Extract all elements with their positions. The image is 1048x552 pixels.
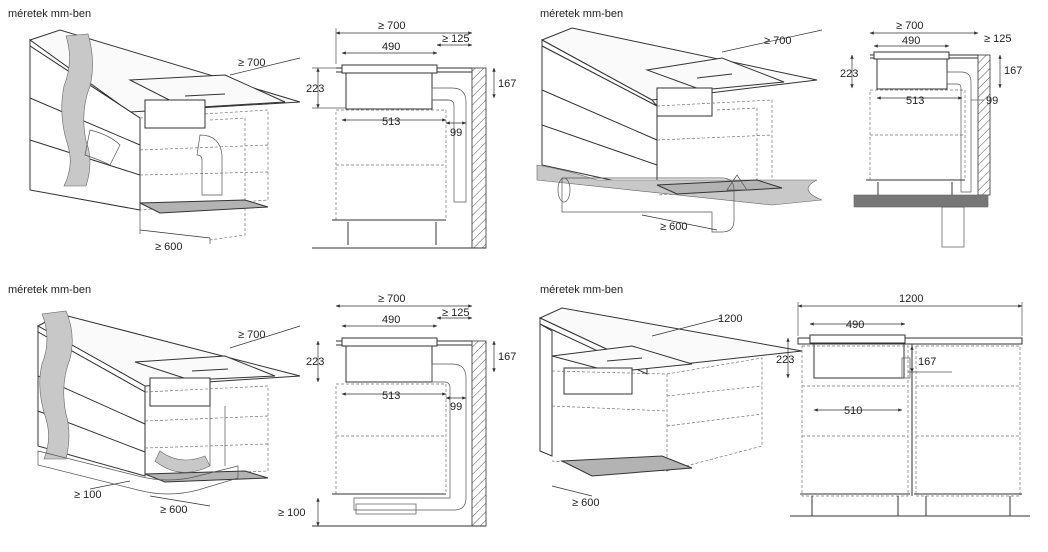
- perspective-view: [36, 310, 301, 507]
- perspective-view: [536, 27, 823, 233]
- dim-duct: 513: [382, 390, 400, 402]
- wall: [471, 340, 487, 527]
- dim-duct-gap: 99: [450, 127, 462, 139]
- dim-hob: 490: [382, 314, 400, 326]
- floor-plate: [144, 470, 269, 483]
- panel-title: méretek mm-ben: [540, 8, 624, 20]
- panel-2: méretek mm-ben ≥ 700: [532, 0, 1048, 276]
- panel-3-diagram: ≥ 700 ≥ 600 ≥ 100 ≥ 700 490 ≥: [36, 293, 516, 527]
- dim-duct: 513: [906, 95, 924, 107]
- section-view: [312, 304, 496, 527]
- dim-hob: 490: [902, 35, 920, 47]
- panel-2-diagram: ≥ 700 ≥ 600 ≥ 700 490 ≥ 12: [536, 20, 1022, 248]
- wall: [977, 54, 991, 196]
- hob: [134, 355, 276, 381]
- wall: [471, 67, 487, 249]
- extractor-box: [144, 99, 206, 129]
- hob-section: [873, 51, 950, 60]
- extractor-section: [813, 343, 905, 379]
- dim-duct-gap: 99: [986, 95, 998, 107]
- panel-3: méretek mm-ben ≥ 700 ≥ 6: [0, 276, 524, 552]
- dim-front: ≥ 600: [155, 241, 182, 253]
- hob: [551, 345, 693, 373]
- floor-plate: [139, 199, 269, 214]
- dim-wall-height: 167: [498, 351, 516, 363]
- dim-front: ≥ 600: [572, 497, 599, 509]
- extractor-section: [876, 58, 948, 90]
- hob: [128, 74, 286, 109]
- panel-4-diagram: 1200 ≥ 600: [538, 293, 1030, 517]
- extractor-box: [656, 87, 713, 117]
- dim-duct: 510: [844, 405, 862, 417]
- panel-1-diagram: ≥ 700 ≥ 600: [28, 20, 516, 253]
- hob-section: [341, 64, 438, 74]
- plinth-duct: [37, 450, 239, 495]
- dim-height: 223: [306, 83, 324, 95]
- section-view: [786, 302, 1030, 517]
- dim-height: 223: [840, 68, 858, 80]
- dim-depth: ≥ 700: [764, 35, 791, 47]
- dim-front: ≥ 600: [160, 504, 187, 516]
- dim-duct-gap: 99: [450, 401, 462, 413]
- floor-plate: [560, 455, 693, 477]
- perspective-view: [28, 29, 301, 244]
- floor-slab: [853, 194, 989, 208]
- hob-section: [341, 337, 438, 347]
- panel-title: méretek mm-ben: [540, 284, 624, 296]
- dim-width: 1200: [899, 293, 923, 305]
- dim-width: ≥ 700: [896, 20, 923, 32]
- panel-title: méretek mm-ben: [8, 8, 92, 20]
- dim-height: 223: [776, 354, 794, 366]
- plinth-duct-section: [355, 503, 417, 515]
- extractor-section: [345, 345, 433, 383]
- dim-wall-gap: ≥ 125: [984, 33, 1011, 45]
- dim-depth: ≥ 700: [238, 329, 265, 341]
- dim-plinth: ≥ 100: [74, 489, 101, 501]
- section-view: [312, 28, 496, 249]
- dim-width: ≥ 700: [378, 293, 405, 305]
- cabinet-side: [539, 323, 553, 457]
- section-view: [850, 31, 1002, 248]
- dim-width: ≥ 700: [378, 20, 405, 32]
- dim-hob: 490: [382, 41, 400, 53]
- dim-wall-gap: ≥ 125: [442, 33, 469, 45]
- panel-1: méretek mm-ben: [0, 0, 524, 276]
- perspective-view: [538, 307, 803, 497]
- dim-depth: ≥ 700: [238, 57, 265, 69]
- dim-wall-gap: ≥ 125: [442, 307, 469, 319]
- panel-title: méretek mm-ben: [8, 284, 92, 296]
- floor-duct-section: [941, 206, 965, 248]
- extractor-box: [149, 377, 211, 407]
- floor-duct: [561, 177, 735, 233]
- dim-plinth: ≥ 100: [278, 507, 305, 519]
- hob: [645, 57, 785, 91]
- worktop-section: [797, 337, 1023, 345]
- exhaust-duct: [39, 310, 73, 460]
- dim-wall-height: 167: [1004, 65, 1022, 77]
- dim-height: 223: [306, 356, 324, 368]
- dim-wall-height: 167: [498, 78, 516, 90]
- extractor-section: [345, 72, 433, 110]
- panel-4: méretek mm-ben 1200 ≥ 600: [532, 276, 1048, 552]
- floor-plate: [656, 179, 783, 195]
- exhaust-duct: [61, 33, 93, 187]
- dim-duct: 513: [382, 116, 400, 128]
- dim-hob: 490: [846, 319, 864, 331]
- dim-front: ≥ 600: [660, 221, 687, 233]
- dim-depth: 1200: [718, 313, 742, 325]
- dim-duct-height: 167: [918, 356, 936, 368]
- hob-section: [809, 334, 906, 344]
